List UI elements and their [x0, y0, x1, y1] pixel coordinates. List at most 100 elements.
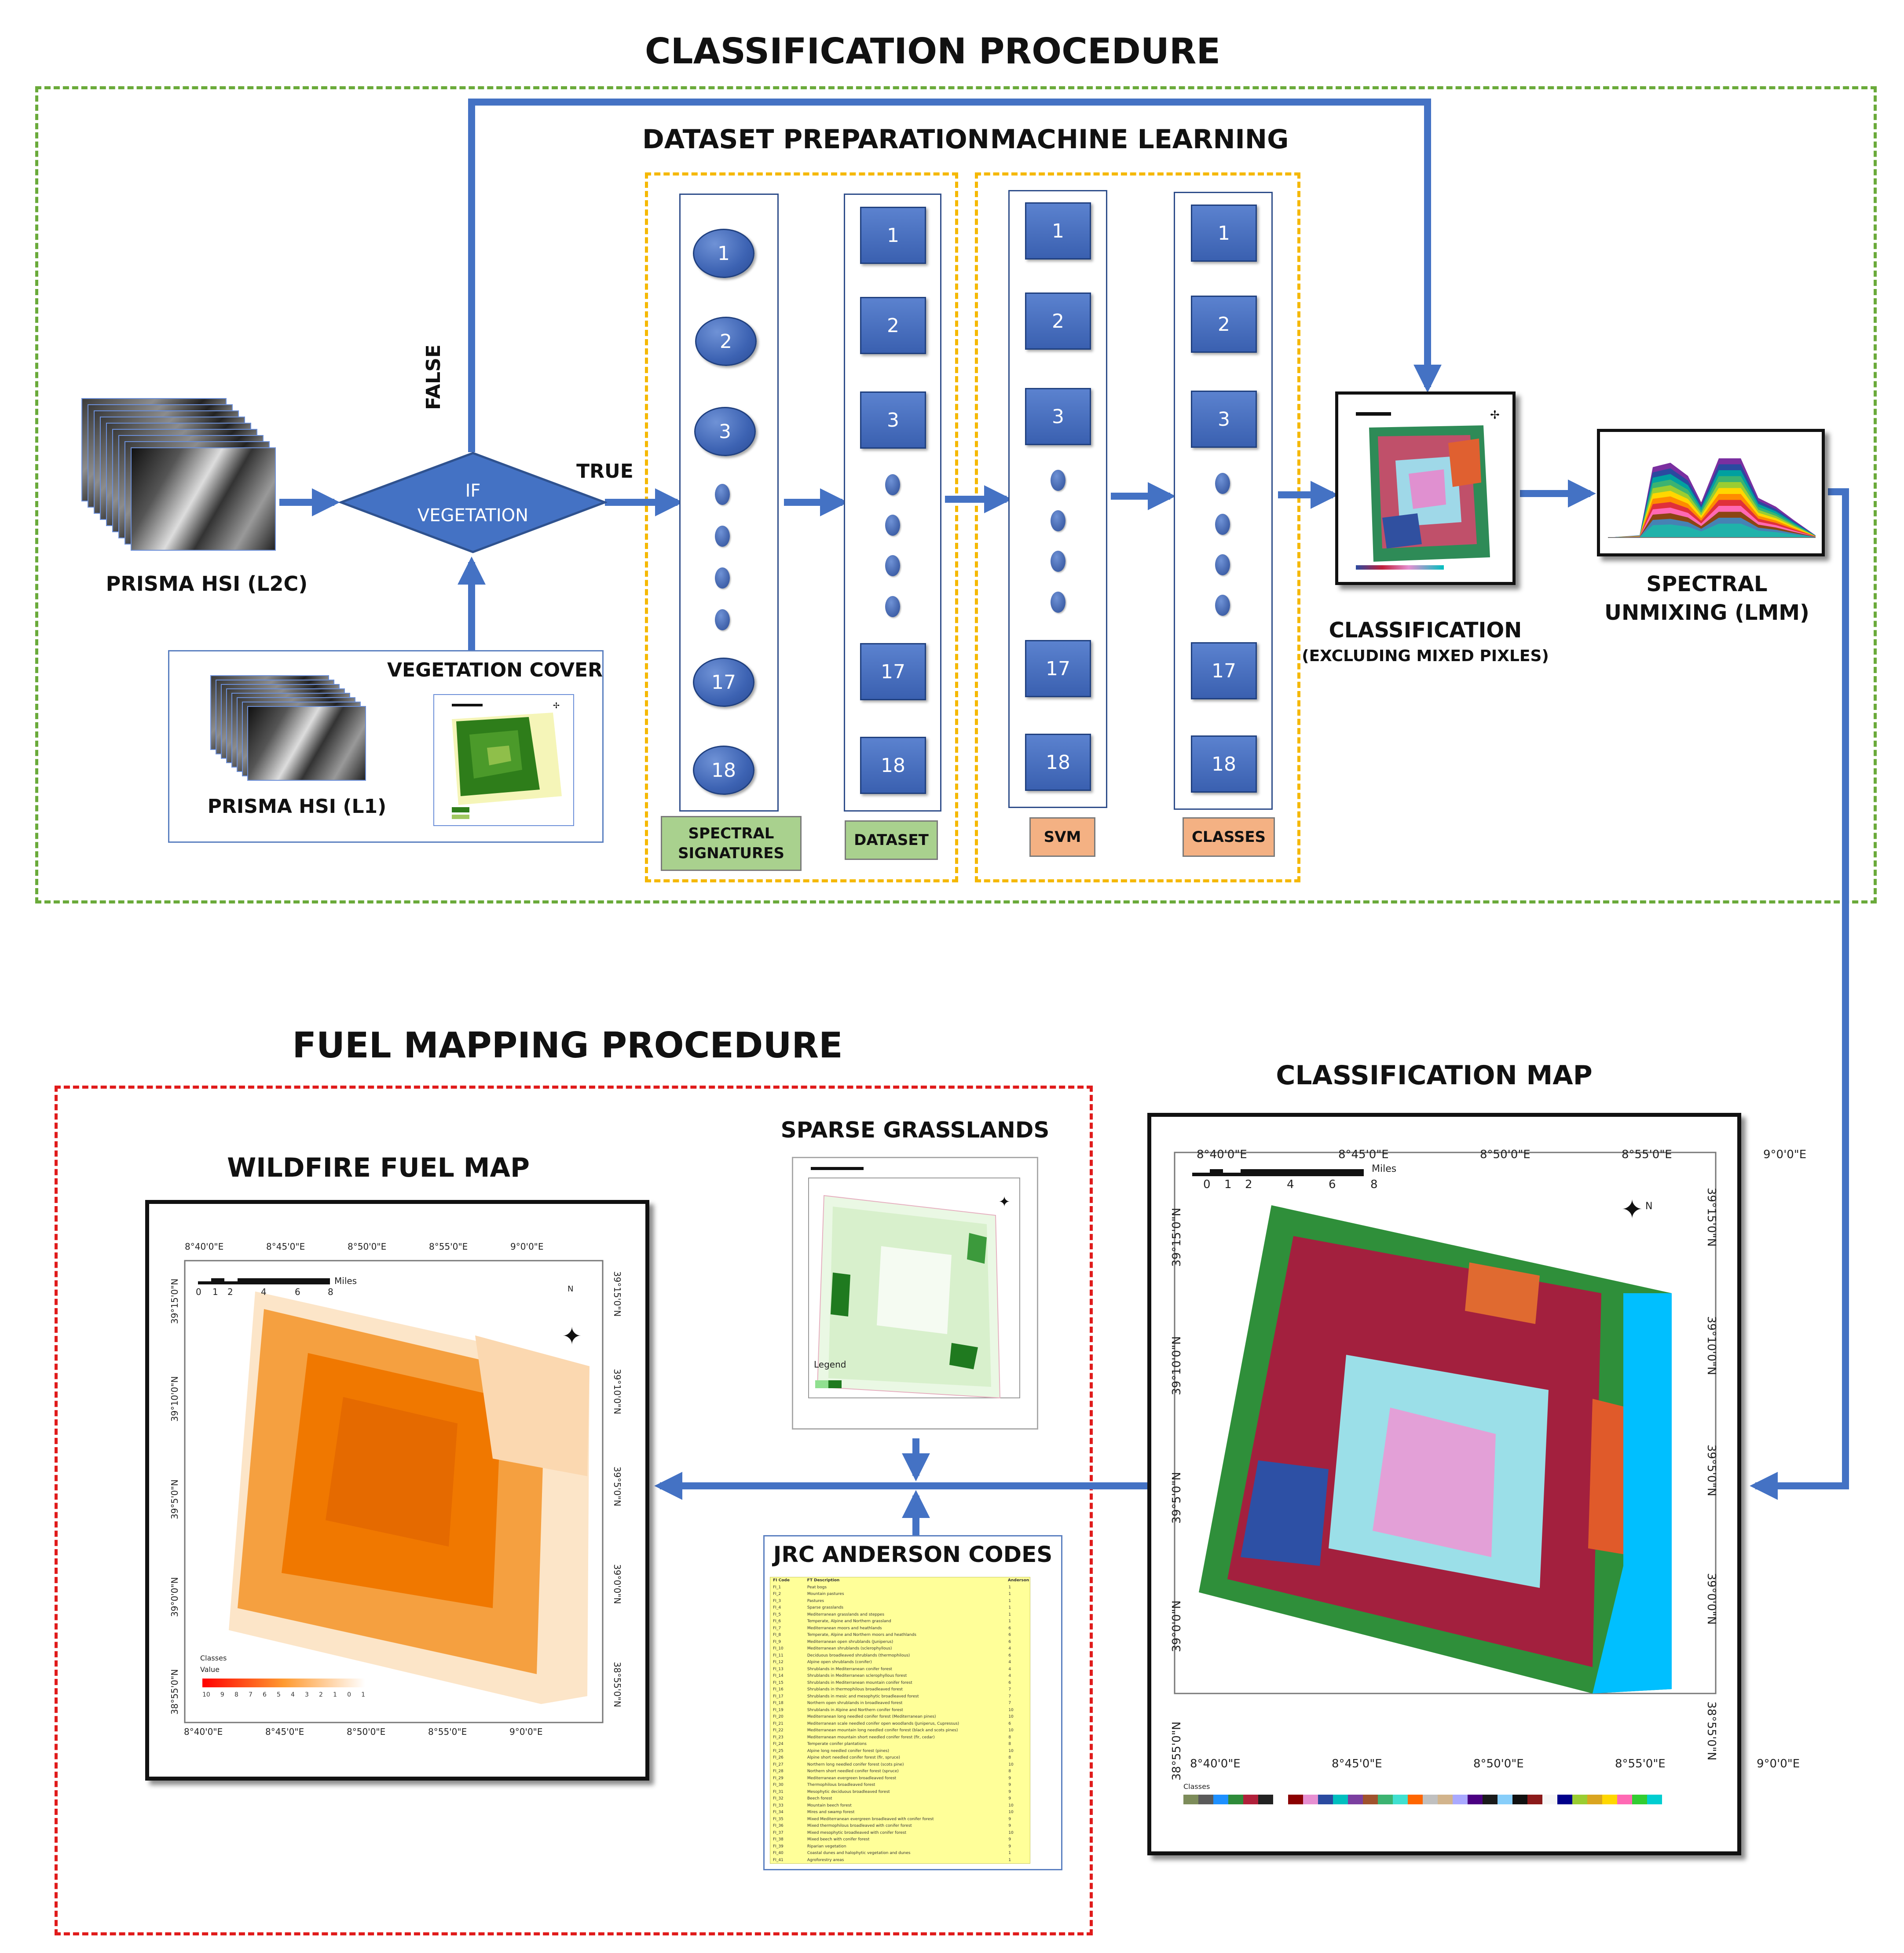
svm-node-3: 3: [1025, 388, 1091, 445]
classmap-legend-swatch: [1527, 1795, 1542, 1804]
decision-text-line1: IF: [465, 481, 481, 501]
signature-node-3: 3: [694, 407, 756, 456]
dataset-ellipsis-dot: [885, 555, 900, 576]
classmap-legend-swatch: [1198, 1795, 1213, 1804]
classmap-scale-number: 1: [1224, 1178, 1232, 1191]
fuelmap-legend-value: 1: [333, 1691, 337, 1698]
classmap-bottom-tick: 9°0'0"E: [1757, 1757, 1800, 1770]
svg-text:✦: ✦: [999, 1193, 1011, 1210]
classes-column: [1174, 192, 1273, 810]
classmap-right-tick: 39°10'0"N: [1705, 1316, 1718, 1375]
classmap-bottom-tick: 8°45'0"E: [1332, 1757, 1382, 1770]
fuelmap-legend-value: 7: [248, 1691, 253, 1698]
classmap-legend-swatch: [1542, 1795, 1557, 1804]
sparse-legend-title: Legend: [814, 1359, 846, 1370]
classmap-legend-swatch: [1378, 1795, 1393, 1804]
classmap-bottom-tick: 8°50'0"E: [1473, 1757, 1524, 1770]
classmap-legend-swatch: [1213, 1795, 1228, 1804]
classmap-top-tick: 9°0'0"E: [1763, 1148, 1807, 1161]
classmap-legend-swatch: [1333, 1795, 1348, 1804]
arrow-unmixing-to-classmap: [1750, 488, 1849, 1500]
classmap-legend-swatch: [1288, 1795, 1303, 1804]
fuelmap-legend-value: 6: [262, 1691, 267, 1698]
signature-node-1: 1: [693, 229, 754, 278]
classmap-left-tick: 38°55'0"N: [1170, 1721, 1183, 1781]
dataset-preparation-title: DATASET PREPARATION: [642, 124, 989, 155]
svm-node-1: 1: [1025, 202, 1091, 260]
signature-ellipsis-dot: [715, 567, 730, 589]
classification-thumbnail: ✢: [1335, 391, 1516, 585]
sparse-grasslands-map: ✦: [792, 1157, 1038, 1430]
fuelmap-scale-number: 4: [261, 1287, 267, 1297]
classmap-legend-swatch: [1423, 1795, 1438, 1804]
arrow-false-path: [468, 99, 1442, 452]
classes-node-3: 3: [1191, 391, 1257, 448]
vegetation-cover-label: VEGETATION COVER: [387, 659, 603, 681]
classmap-legend-title: Classes: [1183, 1782, 1210, 1791]
wildfire-fuel-map-title: WILDFIRE FUEL MAP: [227, 1152, 530, 1183]
fuelmap-legend-value: 9: [220, 1691, 224, 1698]
classmap-legend-swatch: [1438, 1795, 1453, 1804]
fuelmap-scale-unit: Miles: [334, 1276, 357, 1286]
svg-text:✢: ✢: [1490, 409, 1500, 422]
signature-node-17: 17: [693, 658, 754, 707]
spectral-signatures-label-line1: SPECTRAL: [688, 825, 774, 843]
svm-ellipsis-dot: [1051, 592, 1066, 613]
svg-text:✢: ✢: [553, 701, 560, 710]
dataset-badge: DATASET: [845, 820, 938, 860]
dataset-preparation-region: [645, 172, 958, 882]
fuelmap-legend-value: 10: [202, 1691, 210, 1698]
fuelmap-scale-number: 0: [196, 1287, 201, 1297]
svg-text:✦: ✦: [1621, 1194, 1643, 1225]
prisma-l2c-label: PRISMA HSI (L2C): [106, 572, 308, 596]
classmap-bottom-tick: 8°55'0"E: [1615, 1757, 1666, 1770]
dataset-ellipsis-dot: [885, 596, 900, 617]
classmap-legend-swatch: [1587, 1795, 1602, 1804]
dataset-column: [844, 194, 941, 812]
classmap-scale-number: 2: [1245, 1178, 1252, 1191]
fuelmap-right-tick: 39°0'0"N: [612, 1564, 622, 1604]
classmap-top-tick: 8°45'0"E: [1338, 1148, 1389, 1161]
classmap-right-tick: 39°0'0"N: [1705, 1573, 1718, 1625]
jrc-anderson-table: FI Code FT Description Anderson code FI_…: [770, 1577, 1030, 1864]
classmap-legend-swatch: [1647, 1795, 1662, 1804]
false-label: FALSE: [422, 344, 445, 410]
spectral-signatures-column: [679, 194, 779, 812]
classmap-legend-swatch: [1483, 1795, 1498, 1804]
classmap-legend-swatch: [1408, 1795, 1423, 1804]
spectral-signatures-badge: SPECTRAL SIGNATURES: [661, 816, 802, 871]
classmap-legend-swatch: [1348, 1795, 1363, 1804]
classmap-scale-number: 0: [1203, 1178, 1211, 1191]
unmixing-band: [1608, 523, 1816, 538]
machine-learning-title: MACHINE LEARNING: [990, 124, 1289, 155]
svm-badge: SVM: [1029, 817, 1095, 857]
jrc-table-header: FI Code FT Description Anderson code: [773, 1578, 1030, 1583]
fuelmap-north-label: N: [568, 1284, 574, 1294]
classmap-legend-swatch: [1572, 1795, 1587, 1804]
true-label: TRUE: [576, 460, 633, 483]
classes-node-17: 17: [1191, 642, 1257, 699]
spectral-signatures-label-line2: SIGNATURES: [678, 844, 784, 862]
